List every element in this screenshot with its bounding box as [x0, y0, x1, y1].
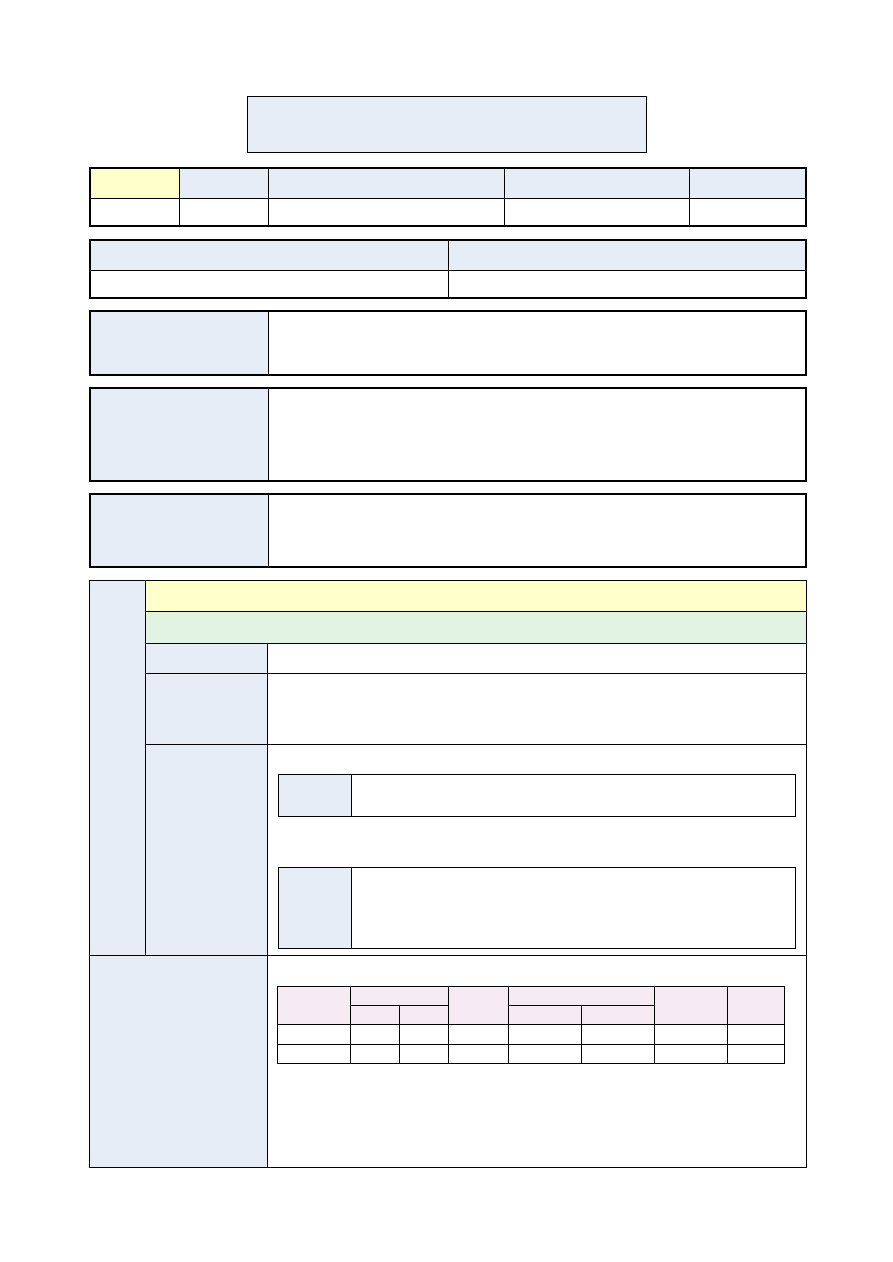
header-table [89, 167, 807, 227]
section-c-label-cell [91, 495, 268, 566]
main-side-label-cell [90, 581, 145, 955]
info-table [89, 239, 807, 299]
bottom-label-cell [90, 956, 267, 1167]
info-header-2 [449, 241, 805, 270]
section-b [89, 387, 807, 482]
header-cell-3 [269, 169, 504, 198]
main-yellow-bar [146, 581, 806, 611]
table-header-4 [508, 986, 654, 1005]
bottom-data-table [277, 986, 785, 1064]
main-row2-label-cell [146, 674, 267, 744]
table-header-2a [350, 1005, 399, 1024]
section-b-label-cell [91, 389, 268, 480]
section-a-label-cell [91, 312, 268, 374]
main-row1-label-cell [146, 644, 267, 673]
header-cell-5 [690, 169, 805, 198]
table-header-2 [350, 986, 448, 1005]
table-header-4a [508, 1005, 581, 1024]
main-row3-label-cell [146, 745, 267, 955]
section-c [89, 493, 807, 568]
inner-box-1 [278, 774, 796, 817]
header-cell-2 [180, 169, 268, 198]
main-block [89, 580, 807, 1168]
inner-box-1-label-cell [279, 775, 351, 816]
inner-box-2 [278, 867, 796, 949]
table-header-3 [448, 986, 508, 1024]
table-header-1 [277, 986, 350, 1024]
table-header-6 [727, 986, 785, 1024]
main-green-bar [146, 612, 806, 643]
table-header-5 [654, 986, 727, 1024]
table-header-4b [581, 1005, 654, 1024]
inner-box-2-label-cell [279, 868, 351, 948]
header-cell-4 [505, 169, 689, 198]
table-header-2b [399, 1005, 448, 1024]
section-a [89, 310, 807, 376]
document-title-box [247, 96, 647, 153]
header-cell-1 [91, 169, 179, 198]
info-header-1 [91, 241, 448, 270]
